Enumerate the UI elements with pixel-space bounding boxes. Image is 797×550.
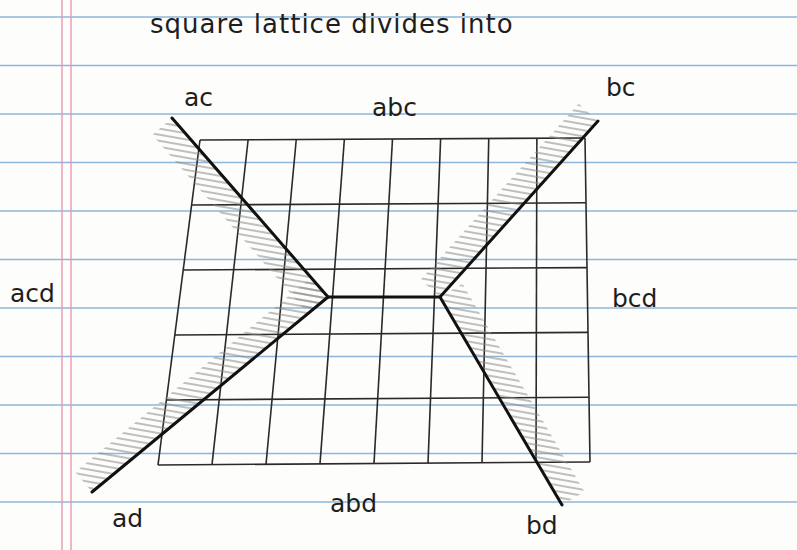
region-label: bd: [526, 512, 558, 540]
lattice-line: [183, 268, 587, 270]
lattice-line: [585, 138, 590, 462]
ruled-line: [0, 404, 797, 405]
margin-line: [70, 0, 71, 550]
ruled-line: [0, 501, 797, 502]
lattice-line: [192, 203, 586, 205]
region-label: ad: [112, 505, 143, 533]
hatched-band: [152, 118, 328, 314]
lattice-line: [374, 139, 393, 464]
boundary-line: [440, 297, 562, 505]
lattice-line: [175, 332, 588, 335]
region-label: bc: [606, 74, 636, 102]
lattice-line: [158, 462, 590, 465]
hatched-band: [421, 104, 598, 297]
boundary-line: [172, 118, 328, 297]
region-label: ac: [184, 84, 213, 112]
boundary-line: [440, 121, 598, 297]
lattice-line: [200, 138, 585, 140]
region-label: bcd: [612, 285, 657, 313]
region-label: abc: [372, 94, 417, 122]
note-heading: square lattice divides into: [150, 10, 514, 39]
diagonal-bands: [75, 104, 598, 505]
ruled-line: [0, 210, 797, 211]
ruled-line: [0, 65, 797, 66]
ruled-line: [0, 259, 797, 260]
lattice-line: [428, 139, 441, 463]
hatched-band: [440, 284, 584, 505]
ruled-line: [0, 307, 797, 308]
ruled-line: [0, 356, 797, 357]
ruled-line: [0, 162, 797, 163]
region-label: acd: [10, 280, 55, 308]
hatched-band: [75, 277, 328, 492]
lattice-line: [482, 139, 489, 463]
region-label: abd: [330, 490, 377, 518]
boundary-line: [328, 296, 440, 299]
boundary-line: [92, 297, 328, 492]
margin-line: [61, 0, 62, 550]
